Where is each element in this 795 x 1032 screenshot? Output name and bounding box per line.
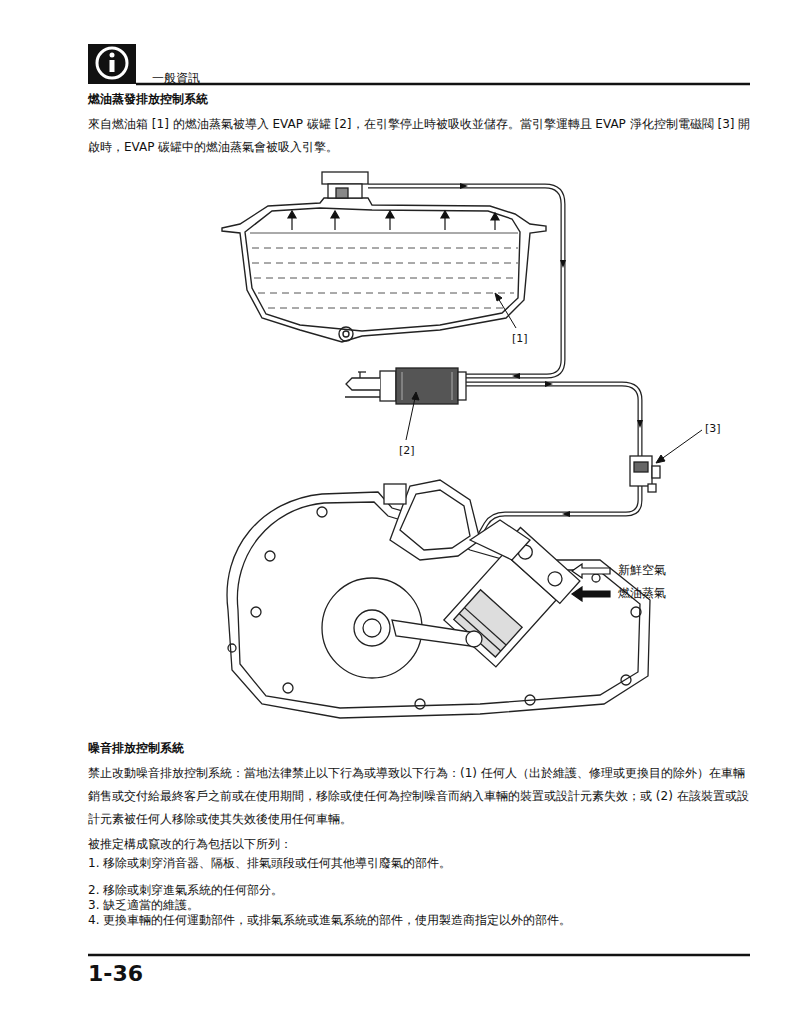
legend-row: 燃油蒸氣 (570, 585, 666, 602)
section-heading: 燃油蒸發排放控制系統 (88, 91, 208, 108)
filler-cap (322, 172, 368, 198)
legend-row: 新鮮空氣 (570, 562, 666, 579)
list-item: 2. 移除或刺穿進氣系統的任何部分。 (88, 882, 753, 899)
header-rule (136, 83, 750, 86)
body-text: 被推定構成竄改的行為包括以下所列： (88, 836, 753, 853)
list-item: 4. 更換車輛的任何運動部件，或排氣系統或進氣系統的部件，使用製造商指定以外的部… (88, 912, 753, 929)
purge-solenoid (630, 456, 660, 492)
list-item: 3. 缺乏適當的維護。 (88, 897, 753, 914)
page-number: 1-36 (88, 958, 143, 990)
info-icon-ring (97, 48, 127, 78)
vapor-arrows (288, 211, 499, 230)
fuel-level (250, 233, 518, 308)
callout-number: [3] (703, 421, 723, 437)
running-header: 一般資訊 (152, 70, 200, 87)
info-icon-bar (110, 60, 115, 72)
section-heading: 噪音排放控制系統 (88, 740, 184, 757)
leader-lines (406, 293, 702, 463)
vapor-arrow-sample (570, 586, 612, 602)
engine (227, 480, 650, 718)
footer-rule (88, 954, 750, 957)
list-item: 1. 移除或刺穿消音器、隔板、排氣頭段或任何其他導引廢氣的部件。 (88, 855, 753, 872)
flow-arrows (460, 183, 643, 517)
info-icon (88, 44, 136, 84)
fuel-tank (222, 198, 546, 342)
callout-number: [2] (397, 443, 417, 459)
legend-text: 新鮮空氣 (618, 562, 666, 579)
body-paragraph: 禁止改動噪音排放控制系統：當地法律禁止以下行為或導致以下行為：(1) 任何人（出… (88, 762, 753, 830)
evap-canister (345, 368, 466, 404)
info-icon-dot (110, 53, 115, 58)
vapor-hose (368, 186, 640, 538)
body-paragraph: 來自燃油箱 [1] 的燃油蒸氣被導入 EVAP 碳罐 [2]，在引擎停止時被吸收… (88, 113, 753, 159)
air-arrow-sample (570, 563, 612, 579)
callout-number: [1] (510, 331, 530, 347)
legend-text: 燃油蒸氣 (618, 585, 666, 602)
